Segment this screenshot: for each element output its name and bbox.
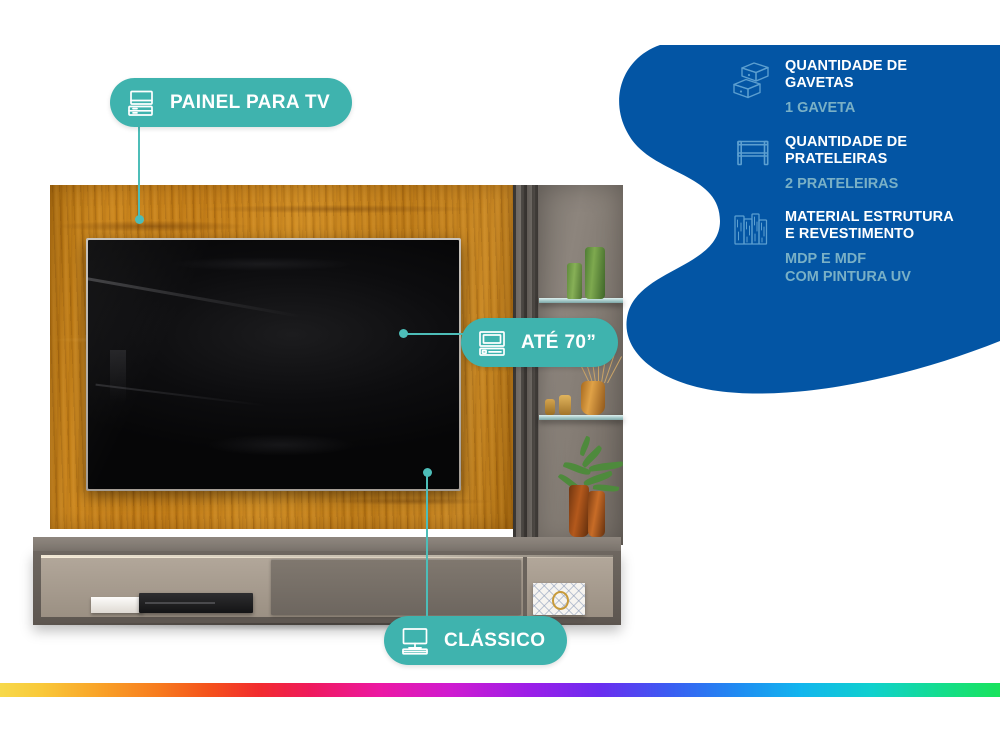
- tv-panel-icon: [124, 86, 158, 120]
- screen-reflection: [206, 434, 356, 457]
- decor-gold-figurine: [559, 395, 571, 415]
- feature-list: QUANTIDADE DE GAVETAS 1 GAVETA QUANTIDAD…: [725, 58, 987, 302]
- product-image: [33, 185, 624, 631]
- connector-dot-ate70: [399, 329, 408, 338]
- cabinet-led-strip: [41, 555, 613, 558]
- connector-line-ate70: [404, 333, 466, 335]
- connector-line-classico: [426, 472, 428, 620]
- glass-shelf: [539, 298, 623, 303]
- feature-value: MDP E MDF COM PINTURA UV: [785, 251, 911, 285]
- feature-text-material: MATERIAL ESTRUTURA E REVESTIMENTO MDP E …: [781, 209, 987, 286]
- wood-panels-icon: [725, 209, 781, 251]
- tv-monitor-icon: [398, 624, 432, 658]
- screen-reflection: [169, 257, 356, 272]
- television: [86, 238, 461, 491]
- decor-basket: [533, 583, 585, 615]
- feature-text-gavetas: QUANTIDADE DE GAVETAS 1 GAVETA: [781, 58, 987, 118]
- tv-screen: [88, 240, 459, 489]
- connector-dot-painel: [135, 215, 144, 224]
- decor-amber-vase: [588, 491, 605, 537]
- decor-green-vase: [567, 263, 582, 299]
- feature-row-material: MATERIAL ESTRUTURA E REVESTIMENTO MDP E …: [725, 209, 987, 286]
- screen-reflection: [110, 349, 127, 402]
- cabinet-drawer: [271, 559, 521, 615]
- blue-wave-shape: [619, 45, 1000, 394]
- feature-value: 2 PRATELEIRAS: [785, 175, 899, 192]
- feature-row-prateleiras: QUANTIDADE DE PRATELEIRAS 2 PRATELEIRAS: [725, 134, 987, 194]
- decor-papers: [91, 597, 143, 613]
- feature-title: QUANTIDADE DE PRATELEIRAS: [785, 133, 908, 167]
- decor-green-vase: [585, 247, 605, 299]
- badge-label: PAINEL PARA TV: [170, 91, 331, 113]
- drawers-icon: [725, 58, 781, 102]
- decor-amber-vase: [569, 485, 589, 537]
- screen-reflection: [88, 274, 302, 318]
- cabinet-divider: [523, 557, 527, 617]
- decor-diffuser-vase: [581, 381, 605, 415]
- badge-painel-para-tv[interactable]: PAINEL PARA TV: [110, 78, 353, 127]
- feature-row-gavetas: QUANTIDADE DE GAVETAS 1 GAVETA: [725, 58, 987, 118]
- decor-gold-figurine: [545, 399, 555, 415]
- connector-line-painel: [138, 124, 140, 220]
- decor-media-player: [139, 593, 253, 613]
- badge-label: ATÉ 70”: [521, 331, 597, 353]
- decor-reed-sticks: [575, 353, 623, 384]
- badge-ate-70-polegadas[interactable]: ATÉ 70”: [461, 318, 619, 367]
- shelf-icon: [725, 134, 781, 170]
- badge-label: CLÁSSICO: [444, 629, 546, 651]
- feature-text-prateleiras: QUANTIDADE DE PRATELEIRAS 2 PRATELEIRAS: [781, 134, 987, 194]
- feature-title: MATERIAL ESTRUTURA E REVESTIMENTO: [785, 209, 954, 243]
- badge-classico[interactable]: CLÁSSICO: [384, 616, 568, 665]
- base-cabinet: [33, 551, 621, 625]
- glass-shelf: [539, 415, 623, 420]
- cabinet-shadow: [33, 623, 621, 631]
- cabinet-top: [33, 537, 621, 553]
- rainbow-gradient-bar: [0, 683, 1000, 697]
- feature-value: 1 GAVETA: [785, 100, 856, 117]
- feature-title: QUANTIDADE DE GAVETAS: [785, 58, 908, 92]
- tv-stand-icon: [475, 326, 509, 360]
- connector-dot-classico: [423, 468, 432, 477]
- blue-feature-panel: [600, 45, 1000, 405]
